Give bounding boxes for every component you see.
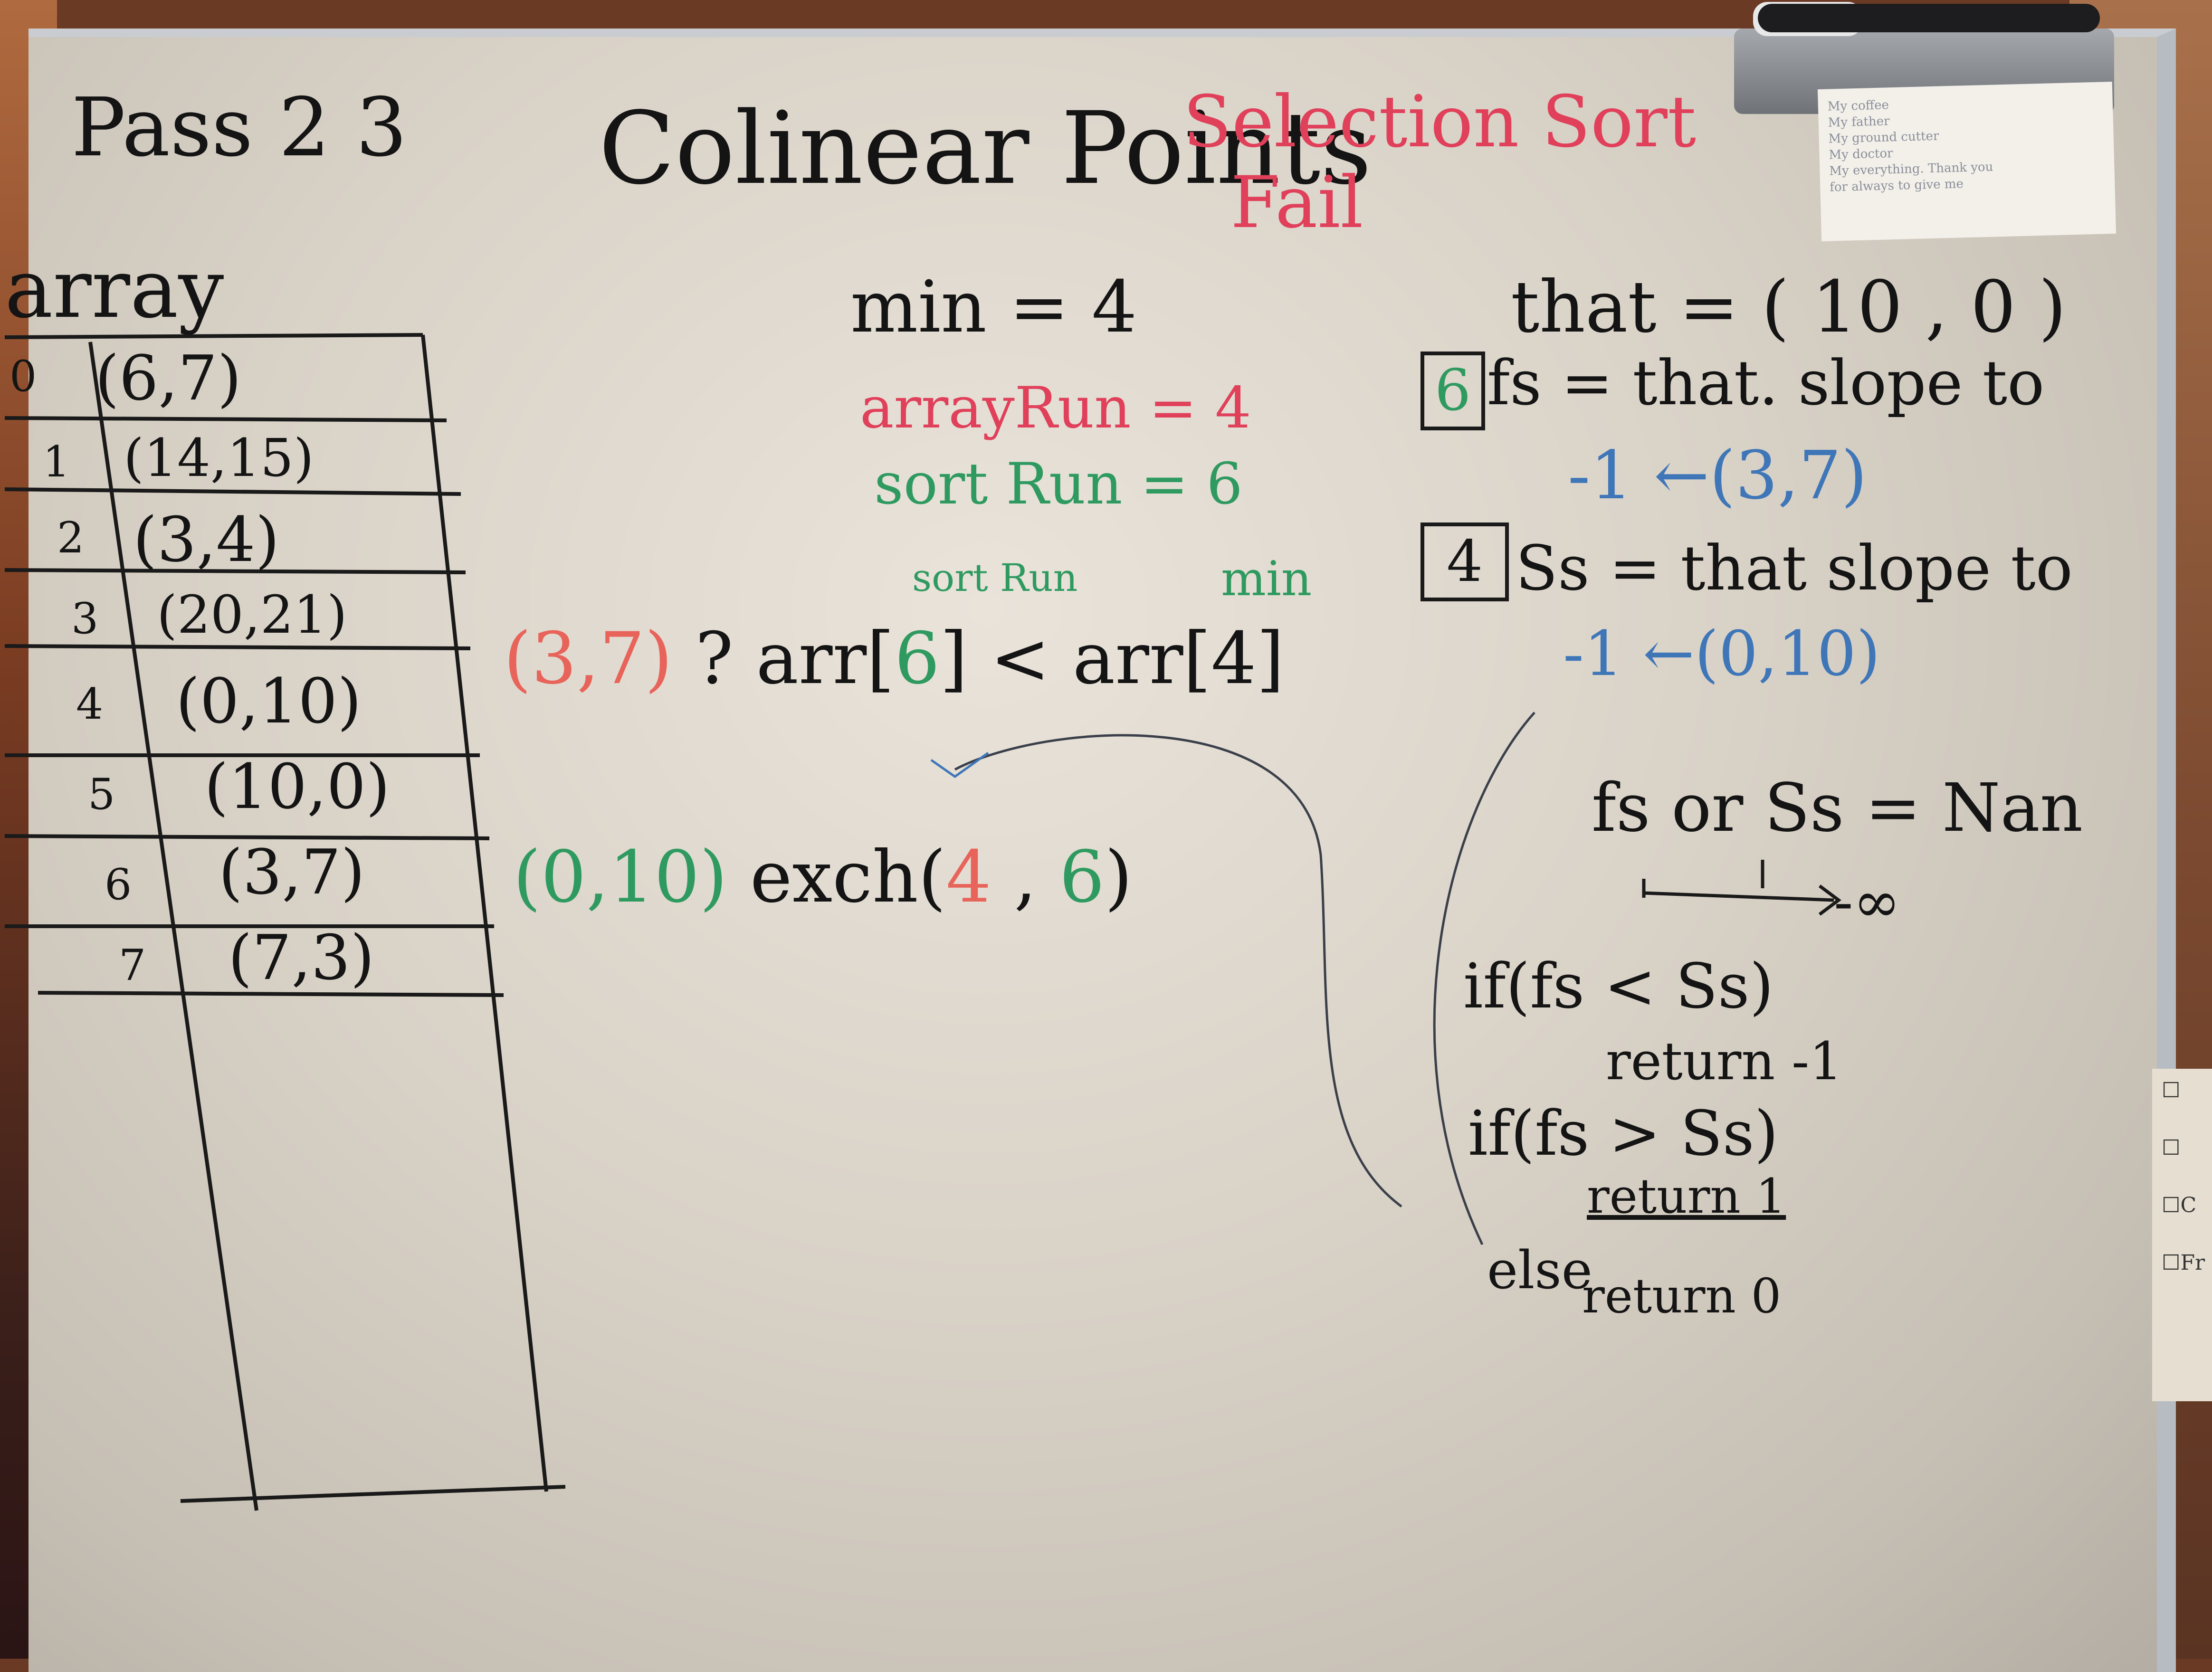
compare-point: (3,7)	[504, 618, 673, 700]
fs-box-value: 6	[1434, 358, 1471, 424]
compare-index-b: 4	[1211, 618, 1257, 700]
min-line: min = 4	[850, 266, 1137, 349]
array-index: 3	[71, 594, 99, 644]
exch-text: )	[1105, 836, 1133, 919]
compare-text: ] < arr[	[940, 618, 1211, 700]
code-if-greater: if(fs > Ss)	[1468, 1097, 1779, 1169]
exch-text: ,	[991, 836, 1059, 919]
array-value: (20,21)	[157, 584, 347, 645]
min-label: min	[1221, 551, 1312, 607]
checkbox-item: ☐	[2162, 1136, 2181, 1160]
code-return-zero: return 0	[1582, 1268, 1782, 1324]
compare-text: arr[	[756, 618, 895, 700]
array-value: (6,7)	[95, 342, 242, 414]
nan-line: fs or Ss = Nan	[1592, 770, 2083, 847]
array-value: (3,4)	[133, 504, 280, 576]
compare-text: ]	[1256, 618, 1285, 700]
pass-label: Pass 2 3	[71, 81, 407, 175]
marker	[1758, 4, 2100, 32]
array-index: 6	[105, 860, 132, 910]
page-title: Colinear Points	[599, 90, 1372, 207]
fs-result: -1 ←(3,7)	[1568, 437, 1868, 514]
exch-point: (0,10)	[513, 836, 728, 919]
red-subheading: Fail	[1230, 162, 1363, 244]
array-run-line: arrayRun = 4	[860, 375, 1251, 441]
fs-line: fs = that. slope to	[1487, 347, 2045, 419]
fs-box: 6	[1421, 352, 1485, 430]
exch-text: exch(	[750, 836, 946, 919]
code-if-less: if(fs < Ss)	[1463, 950, 1774, 1022]
array-value: (14,15)	[124, 428, 314, 488]
ss-line: Ss = that slope to	[1516, 532, 2073, 604]
neg-infinity: -∞	[1834, 869, 1901, 935]
code-else: else	[1487, 1240, 1592, 1301]
array-index: 4	[76, 679, 104, 729]
question-mark: ?	[695, 618, 734, 700]
array-label: array	[5, 242, 224, 336]
compare-index-a: 6	[894, 618, 940, 700]
ss-result: -1 ←(0,10)	[1563, 618, 1880, 690]
ss-box-value: 4	[1446, 529, 1483, 595]
array-value: (7,3)	[228, 922, 375, 994]
array-value: (10,0)	[204, 750, 390, 823]
exch-line: (0,10) exch(4 , 6)	[513, 836, 1133, 919]
exch-arg-a: 4	[946, 836, 992, 919]
that-line: that = ( 10 , 0 )	[1511, 266, 2067, 349]
exch-arg-b: 6	[1059, 836, 1105, 919]
red-heading: Selection Sort	[1183, 81, 1697, 163]
array-index: 2	[57, 513, 85, 563]
checkbox-item: ☐C	[2162, 1193, 2197, 1217]
array-index: 5	[88, 770, 115, 819]
checkbox-item: ☐	[2162, 1078, 2181, 1102]
ss-box: 4	[1421, 522, 1509, 601]
sort-run-label: sort Run	[912, 556, 1078, 600]
array-index: 7	[119, 940, 146, 990]
checkbox-item: ☐Fr	[2162, 1251, 2205, 1275]
array-value: (0,10)	[176, 665, 362, 737]
checklist-paper: ☐ ☐ ☐C ☐Fr	[2152, 1069, 2212, 1401]
compare-line: (3,7) ? arr[6] < arr[4]	[504, 618, 1284, 700]
code-return-one: return 1	[1587, 1168, 1786, 1224]
sort-run-line: sort Run = 6	[874, 451, 1243, 517]
array-index: 1	[43, 437, 70, 487]
array-value: (3,7)	[219, 836, 365, 908]
code-return-minus-one: return -1	[1606, 1031, 1843, 1092]
array-index: 0	[10, 352, 37, 401]
